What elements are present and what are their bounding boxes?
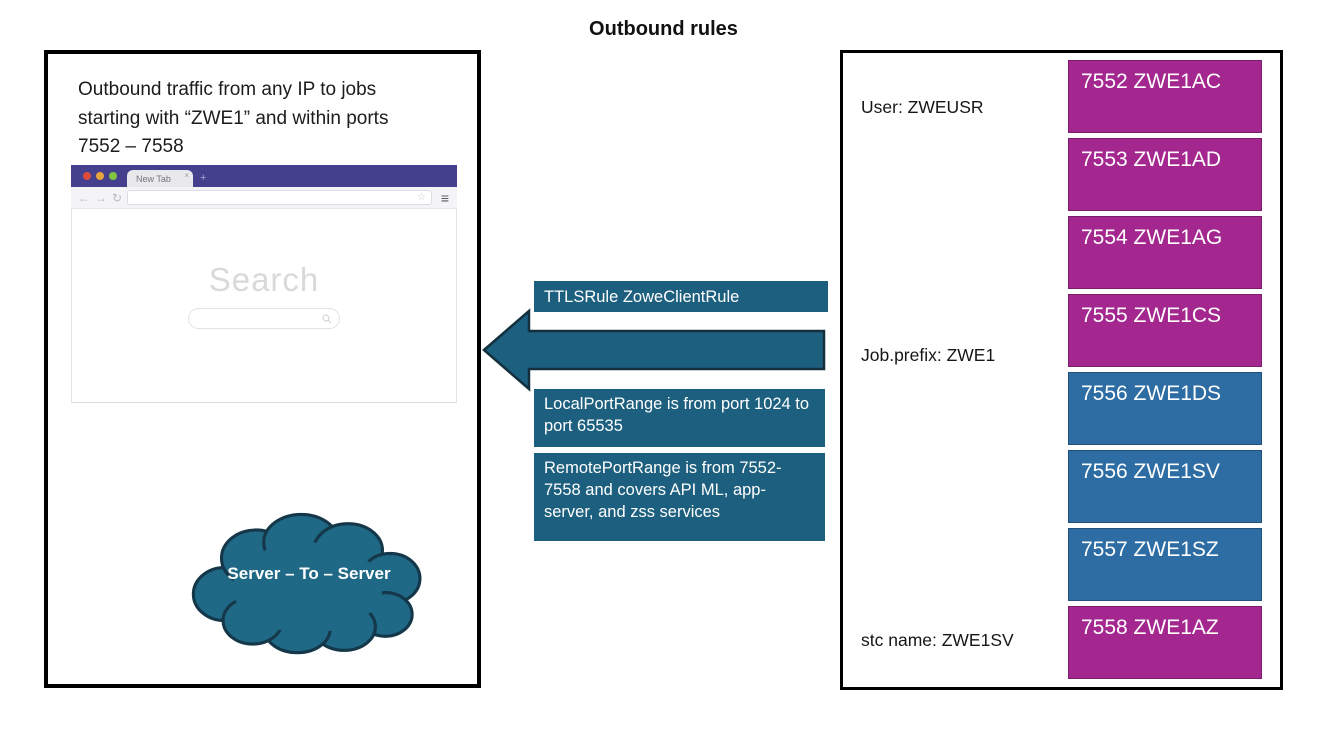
browser-toolbar: ← → ↻ ☆ ≡	[71, 187, 457, 209]
browser-mockup: New Tab × + ← → ↻ ☆ ≡ Search	[71, 165, 457, 403]
job-row: 7556 ZWE1SV	[1068, 450, 1262, 523]
outbound-arrow	[481, 308, 827, 392]
zowe-server-panel: User: ZWEUSR Job.prefix: ZWE1 stc name: …	[840, 50, 1283, 690]
job-row: 7554 ZWE1AG	[1068, 216, 1262, 289]
cloud-label: Server – To – Server	[227, 564, 391, 583]
outbound-description: Outbound traffic from any IP to jobs sta…	[78, 79, 389, 157]
browser-tab: New Tab ×	[127, 170, 193, 187]
user-annotation: User: ZWEUSR	[861, 97, 984, 117]
forward-icon: →	[95, 190, 107, 205]
job-row: 7555 ZWE1CS	[1068, 294, 1262, 367]
local-port-range-label: LocalPortRange is from port 1024 to port…	[534, 389, 825, 447]
browser-tab-label: New Tab	[136, 173, 171, 184]
outbound-client-panel: Outbound traffic from any IP to jobs sta…	[44, 50, 481, 688]
ttls-rule-label: TTLSRule ZoweClientRule	[534, 281, 828, 312]
tab-close-icon: ×	[184, 171, 189, 180]
search-input	[188, 308, 340, 329]
menu-icon: ≡	[440, 189, 449, 206]
page-title: Outbound rules	[589, 18, 738, 40]
refresh-icon: ↻	[112, 190, 123, 205]
browser-viewport: Search	[71, 209, 457, 403]
address-bar: ☆	[127, 190, 432, 205]
browser-titlebar: New Tab × +	[71, 165, 457, 187]
stc-name-annotation: stc name: ZWE1SV	[861, 630, 1014, 650]
job-list: 7552 ZWE1AC 7553 ZWE1AD 7554 ZWE1AG 7555…	[1068, 60, 1262, 684]
minimize-window-icon	[96, 172, 104, 180]
left-arrow-icon	[482, 308, 826, 392]
job-row: 7558 ZWE1AZ	[1068, 606, 1262, 679]
window-traffic-lights	[83, 172, 117, 180]
server-to-server-cloud: Server – To – Server	[184, 490, 434, 670]
maximize-window-icon	[109, 172, 117, 180]
new-tab-icon: +	[200, 172, 207, 184]
job-prefix-annotation: Job.prefix: ZWE1	[861, 345, 996, 365]
job-row: 7556 ZWE1DS	[1068, 372, 1262, 445]
cloud-shape	[191, 512, 422, 655]
job-row: 7557 ZWE1SZ	[1068, 528, 1262, 601]
search-heading: Search	[208, 261, 320, 298]
close-window-icon	[83, 172, 91, 180]
job-row: 7552 ZWE1AC	[1068, 60, 1262, 133]
magnifier-icon	[322, 314, 332, 323]
remote-port-range-label: RemotePortRange is from 7552-7558 and co…	[534, 453, 825, 541]
back-icon: ←	[78, 190, 90, 205]
job-row: 7553 ZWE1AD	[1068, 138, 1262, 211]
bookmark-star-icon: ☆	[416, 191, 426, 203]
